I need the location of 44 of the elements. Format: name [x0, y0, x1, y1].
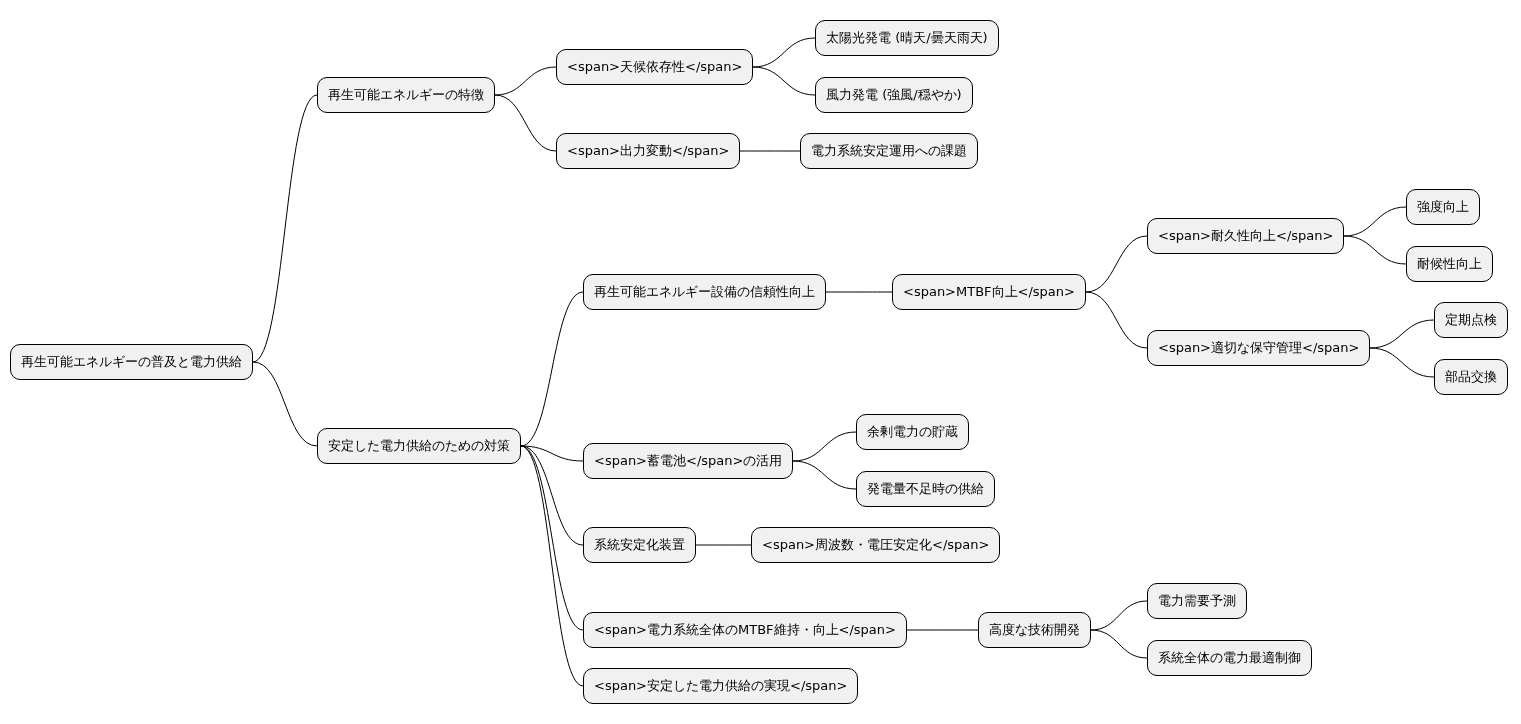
- topic-box: <span>蓄電池</span>の活用: [583, 443, 794, 479]
- connector-line: [252, 361, 318, 447]
- topic-box: 再生可能エネルギーの特徴: [317, 77, 495, 113]
- topic-box: 電力系統安定運用への課題: [800, 133, 978, 169]
- connector-line: [494, 66, 557, 96]
- connector-line: [739, 150, 801, 152]
- topic-box: 系統全体の電力最適制御: [1147, 640, 1312, 676]
- connector-line: [1090, 629, 1148, 659]
- topic-box: <span>天候依存性</span>: [556, 49, 754, 85]
- topic-box: <span>安定した電力供給の実現</span>: [583, 668, 859, 704]
- connector-line: [825, 291, 893, 293]
- connector-line: [792, 460, 857, 490]
- topic-box: 再生可能エネルギー設備の信頼性向上: [583, 274, 826, 310]
- topic-box: 部品交換: [1434, 359, 1508, 395]
- connector-line: [494, 94, 557, 152]
- topic-box: 安定した電力供給のための対策: [317, 428, 521, 464]
- connector-line: [1085, 235, 1148, 293]
- connector-line: [520, 445, 584, 546]
- topic-box: 強度向上: [1406, 189, 1480, 225]
- connector-line: [520, 445, 584, 462]
- topic-box: <span>電力系統全体のMTBF維持・向上</span>: [583, 612, 907, 648]
- connector-line: [1369, 347, 1435, 378]
- connector-line: [520, 445, 584, 687]
- topic-box: 再生可能エネルギーの普及と電力供給: [10, 344, 253, 380]
- topic-box: <span>出力変動</span>: [556, 133, 741, 169]
- topic-box: 発電量不足時の供給: [856, 471, 995, 507]
- topic-box: <span>耐久性向上</span>: [1147, 218, 1345, 254]
- connector-line: [1085, 291, 1148, 349]
- topic-box: 系統安定化装置: [583, 527, 696, 563]
- topic-box: 耐候性向上: [1406, 246, 1493, 282]
- connector-line: [906, 629, 979, 631]
- connector-line: [1343, 235, 1407, 265]
- topic-box: 電力需要予測: [1147, 583, 1247, 619]
- topic-box: 余剰電力の貯蔵: [856, 414, 969, 450]
- topic-box: 風力発電 (強風/穏やか): [815, 77, 973, 113]
- connector-line: [752, 66, 816, 96]
- topic-box: <span>周波数・電圧安定化</span>: [751, 527, 1001, 563]
- topic-box: 高度な技術開発: [978, 612, 1091, 648]
- topic-box: 太陽光発電 (晴天/曇天雨天): [815, 20, 999, 56]
- topic-box: 定期点検: [1434, 302, 1508, 338]
- topic-box: <span>適切な保守管理</span>: [1147, 330, 1371, 366]
- connector-line: [695, 544, 752, 546]
- connector-line: [252, 94, 318, 363]
- topic-box: <span>MTBF向上</span>: [892, 274, 1086, 310]
